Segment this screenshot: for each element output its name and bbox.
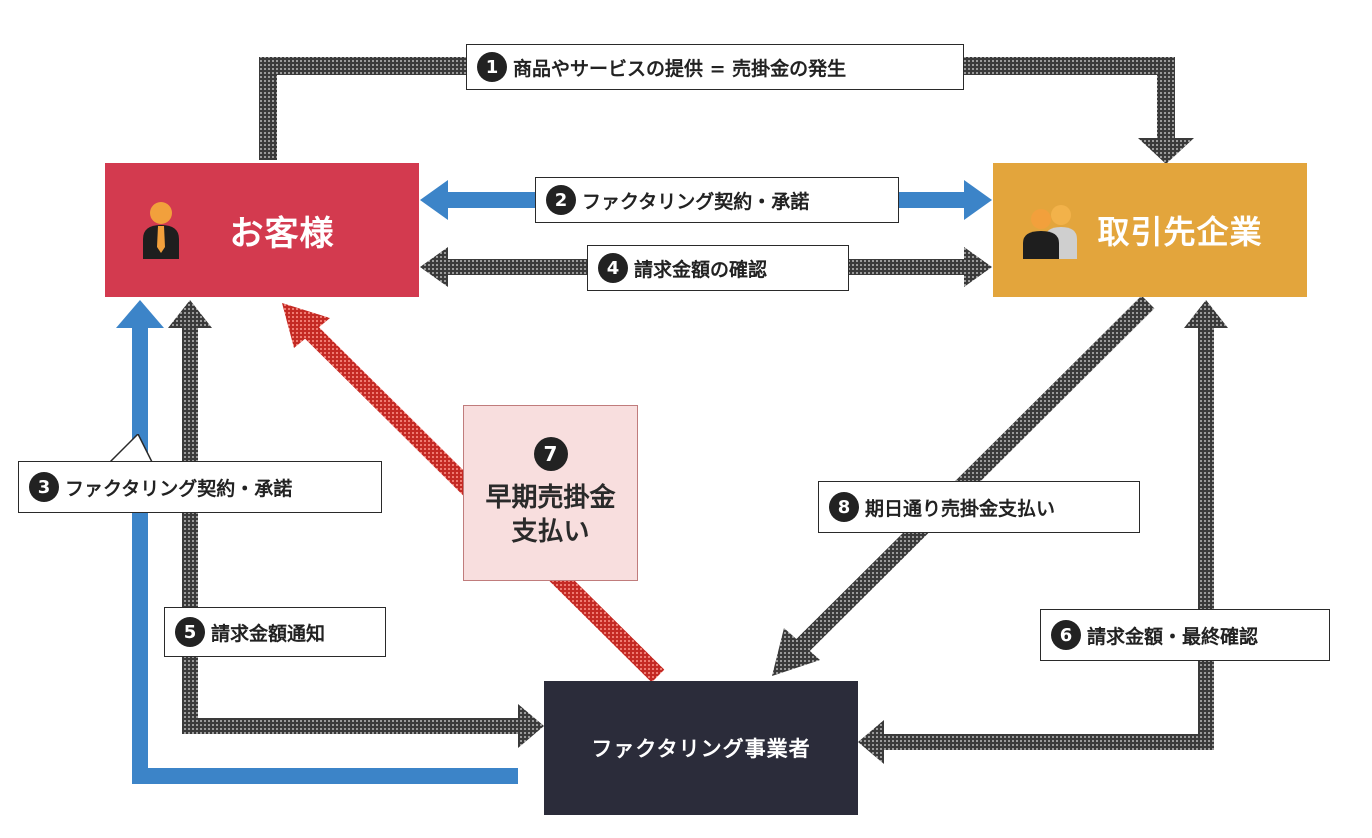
step1-label: 1 商品やサービスの提供 = 売掛金の発生 (466, 44, 964, 90)
customer-node: お客様 (105, 163, 419, 297)
step6-text: 請求金額・最終確認 (1087, 625, 1259, 648)
people-icon (1023, 205, 1077, 259)
arrow-step6 (858, 300, 1228, 764)
arrow-step8 (772, 295, 1155, 676)
step2-number: 2 (546, 185, 576, 215)
step5-number: 5 (175, 617, 205, 647)
step2-label: 2 ファクタリング契約・承諾 (535, 177, 899, 223)
step3-label: 3 ファクタリング契約・承諾 (18, 461, 382, 513)
person-icon (143, 202, 179, 259)
step7-number: 7 (533, 437, 568, 471)
customer-label: お客様 (229, 213, 335, 254)
step7-text-line1: 早期売掛金 (485, 483, 616, 513)
step4-label: 4 請求金額の確認 (587, 245, 849, 291)
step3-text: ファクタリング契約・承諾 (65, 477, 293, 500)
arrow-step5 (168, 300, 544, 748)
step6-label: 6 請求金額・最終確認 (1040, 609, 1330, 661)
step7-text-line2: 支払い (511, 517, 590, 547)
step4-text: 請求金額の確認 (634, 258, 768, 281)
factor-label: ファクタリング事業者 (591, 737, 811, 761)
step2-text: ファクタリング契約・承諾 (582, 190, 810, 213)
partner-label: 取引先企業 (1097, 213, 1263, 251)
step4-number: 4 (598, 253, 628, 283)
step1-number: 1 (477, 52, 507, 82)
step1-text: 商品やサービスの提供 = 売掛金の発生 (513, 57, 847, 80)
step8-label: 8 期日通り売掛金支払い (818, 481, 1140, 533)
step8-text: 期日通り売掛金支払い (865, 497, 1056, 520)
step5-label: 5 請求金額通知 (164, 607, 386, 657)
arrow-step3 (116, 300, 518, 784)
step7-box: 7 早期売掛金 支払い (463, 405, 638, 581)
step3-number: 3 (29, 472, 59, 502)
step6-number: 6 (1051, 620, 1081, 650)
factor-node: ファクタリング事業者 (544, 681, 858, 815)
step3-callout-pointer (108, 434, 154, 463)
step5-text: 請求金額通知 (211, 622, 326, 645)
partner-node: 取引先企業 (993, 163, 1307, 297)
step8-number: 8 (829, 492, 859, 522)
